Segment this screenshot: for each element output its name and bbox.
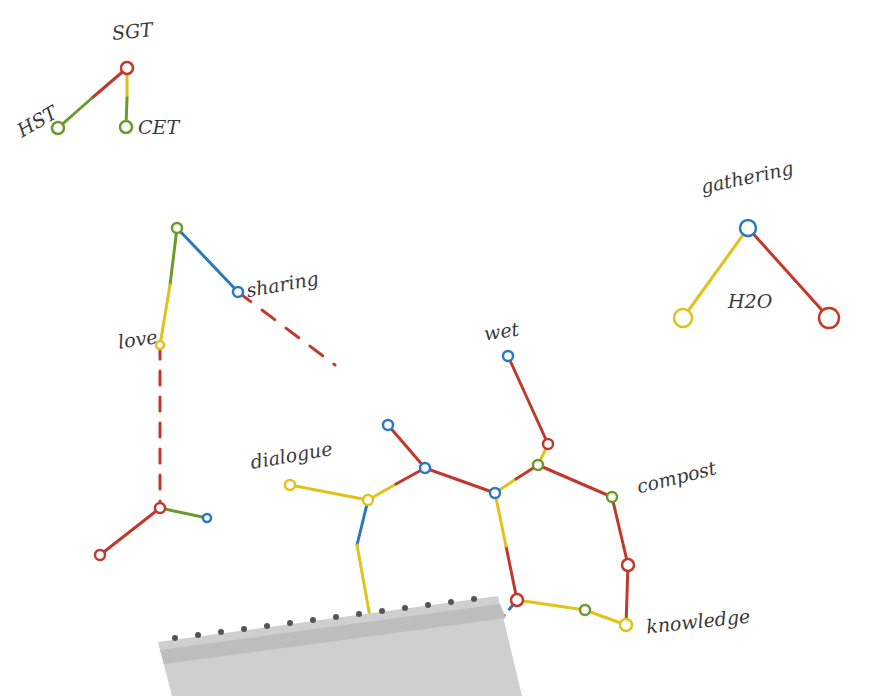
handwritten-label: sharing [245,269,320,300]
handwritten-label: gathering [699,158,795,196]
handwritten-label: HST [14,103,60,141]
handwritten-label: CET [138,118,179,137]
handwritten-label: dialogue [249,439,334,472]
handwritten-label: love [117,327,159,351]
notebook-photo [158,596,522,696]
handwritten-label: SGT [111,20,154,43]
handwritten-label: compost [635,458,718,496]
handwritten-label: wet [483,320,520,344]
handwritten-label: H2O [728,292,772,311]
handwritten-label: knowledge [645,607,751,637]
